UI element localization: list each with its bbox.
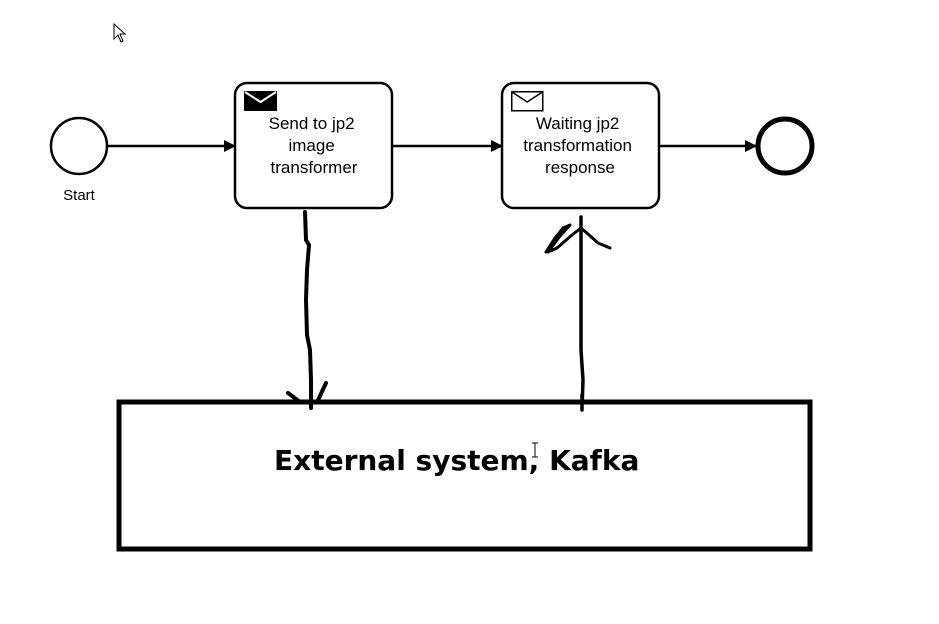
external-system-box[interactable]: [116, 399, 813, 552]
start-event[interactable]: Start: [49, 116, 109, 204]
receive-task-label-line-1: Waiting jp2: [536, 114, 619, 133]
start-event-label: Start: [63, 187, 96, 204]
send-task[interactable]: Send to jp2 image transformer: [233, 81, 394, 210]
envelope-outline-icon: [511, 91, 544, 112]
end-event-circle[interactable]: [755, 116, 815, 176]
text-cursor-icon: [532, 442, 538, 458]
envelope-filled-icon: [244, 91, 277, 111]
mouse-pointer-icon: [113, 22, 127, 43]
send-task-label-line-2: image: [288, 136, 334, 155]
external-system[interactable]: External system, Kafka: [116, 399, 813, 552]
end-event[interactable]: [755, 116, 815, 176]
receive-task-label: Waiting jp2 transformation response: [523, 114, 636, 177]
send-task-label-line-3: transformer: [271, 158, 358, 177]
send-task-label: Send to jp2 image transformer: [269, 114, 360, 177]
hand-drawn-arrow-up: [544, 215, 612, 412]
receive-task-label-line-3: response: [545, 158, 615, 177]
receive-task-label-line-2: transformation: [523, 136, 632, 155]
send-task-label-line-1: Send to jp2: [269, 114, 355, 133]
external-system-label: External system, Kafka: [274, 444, 639, 477]
start-event-circle[interactable]: [49, 116, 109, 176]
hand-drawn-arrow-down: [286, 210, 328, 410]
receive-task[interactable]: Waiting jp2 transformation response: [500, 81, 661, 210]
